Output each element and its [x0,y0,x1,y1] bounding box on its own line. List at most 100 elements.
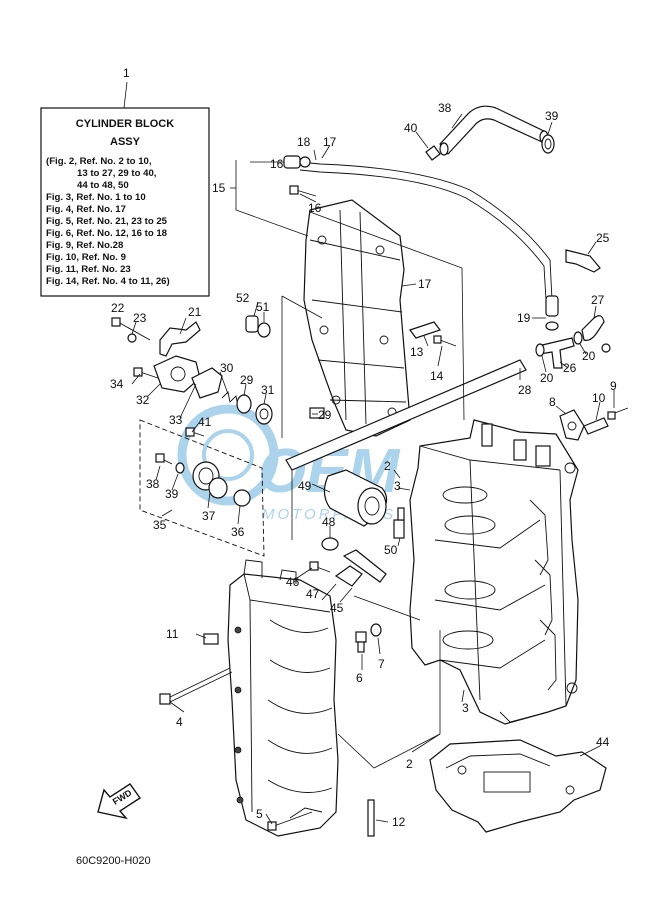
callout-47[interactable]: 47 [306,587,320,601]
plug-11[interactable] [203,633,219,645]
callout-20-a[interactable]: 19 [517,311,531,325]
callout-14[interactable]: 14 [430,369,444,383]
callout-8[interactable]: 8 [549,395,556,409]
washer-39[interactable] [175,462,185,474]
exhaust-plate[interactable] [303,199,411,437]
callout-45[interactable]: 45 [330,601,344,615]
callout-26[interactable]: 27 [591,293,605,307]
callout-32[interactable]: 32 [136,393,150,407]
callout-20-b[interactable]: 20 [582,349,596,363]
callout-44[interactable]: 44 [596,735,610,749]
bolt-9[interactable] [607,407,629,420]
bracket-45[interactable] [334,549,387,587]
bolt-5[interactable] [267,811,313,831]
hose-end[interactable] [545,295,559,317]
clamp-13[interactable] [409,321,441,339]
callout-23[interactable]: 23 [133,311,147,325]
hose-clamp[interactable] [541,134,555,154]
oil-filter[interactable] [323,469,388,527]
callout-51[interactable]: 51 [256,300,270,314]
cylinder-head[interactable] [227,559,339,837]
o-ring-48[interactable] [321,537,339,551]
plug-6[interactable] [355,631,367,653]
cylinder-block[interactable] [409,419,579,725]
callout-7[interactable]: 7 [378,657,385,671]
bolt-14[interactable] [433,335,457,347]
pipe[interactable] [285,359,527,471]
cover-37-b[interactable] [208,477,228,499]
callout-28[interactable]: 29 [318,408,332,422]
callout-21[interactable]: 21 [188,305,202,319]
callout-1[interactable]: 1 [123,66,130,80]
callout-4[interactable]: 4 [176,715,183,729]
callout-22[interactable]: 22 [111,301,125,315]
thermostat-cover-32[interactable] [153,355,201,393]
fitting-50[interactable] [393,507,405,539]
callout-41[interactable]: 38 [438,101,452,115]
water-tube[interactable] [299,161,553,301]
callout-2-lower[interactable]: 2 [406,757,413,771]
callout-18[interactable]: 16 [308,201,322,215]
bolt-18[interactable] [289,185,317,197]
callout-42[interactable]: 39 [545,109,559,123]
callout-40[interactable]: 41 [198,415,212,429]
t-joint[interactable] [537,337,575,369]
callout-34[interactable]: 34 [110,377,124,391]
clip-28[interactable] [309,407,325,419]
callout-5[interactable]: 5 [256,807,263,821]
callout-48[interactable]: 48 [322,515,336,529]
hose-clamp-20a[interactable] [545,321,559,331]
callout-13[interactable]: 13 [410,345,424,359]
callout-33[interactable]: 33 [169,413,183,427]
callout-25[interactable]: 26 [563,361,577,375]
plate-8[interactable] [559,409,585,441]
grommet-51[interactable] [257,322,271,338]
callout-46[interactable]: 46 [286,575,300,589]
callout-3-lower[interactable]: 3 [462,701,469,715]
hose-clamp-20b[interactable] [535,343,545,357]
anode-10[interactable] [583,417,609,435]
callout-20-top[interactable]: 18 [297,135,311,149]
callout-37[interactable]: 37 [202,509,216,523]
callout-30[interactable]: 30 [220,361,234,375]
cooling-hose[interactable] [439,105,549,156]
hose-clamp-20top[interactable] [299,156,311,168]
callout-12[interactable]: 12 [392,815,406,829]
elbow-hose[interactable] [581,315,611,353]
gasket-44[interactable] [429,739,607,833]
sleeve[interactable] [283,155,301,169]
bolt-40[interactable] [185,427,205,437]
bolt-38[interactable] [155,453,173,465]
callout-19[interactable]: 17 [323,135,337,149]
callout-29[interactable]: 29 [240,373,254,387]
callout-16[interactable]: 16 [270,157,284,171]
callout-38[interactable]: 38 [146,477,160,491]
callout-11[interactable]: 11 [166,627,179,641]
callout-36[interactable]: 36 [231,525,245,539]
bolt-46[interactable] [309,561,331,573]
callout-10[interactable]: 10 [592,391,606,405]
callout-17[interactable]: 17 [418,277,432,291]
callout-9[interactable]: 9 [610,379,617,393]
hose-clamp-20c[interactable] [573,331,583,345]
bracket-21[interactable] [159,321,201,357]
callout-39[interactable]: 39 [165,487,179,501]
callout-6[interactable]: 6 [356,671,363,685]
callout-43[interactable]: 40 [404,121,418,135]
bracket[interactable] [565,249,601,273]
callout-27[interactable]: 28 [518,383,532,397]
callout-3-upper[interactable]: 3 [394,479,401,493]
callout-50[interactable]: 50 [384,543,398,557]
seal-31[interactable] [255,403,273,425]
callout-24[interactable]: 25 [596,231,610,245]
callout-35[interactable]: 35 [153,518,167,532]
washer-23[interactable] [127,333,137,343]
callout-49[interactable]: 49 [298,479,312,493]
collar-52[interactable] [245,315,259,333]
collar-36[interactable] [233,489,251,507]
clip[interactable] [425,145,441,161]
bolt-22[interactable] [111,317,151,341]
thermostat-29[interactable] [236,394,252,414]
gasket-33[interactable] [191,367,223,399]
callout-15[interactable]: 15 [212,181,226,195]
